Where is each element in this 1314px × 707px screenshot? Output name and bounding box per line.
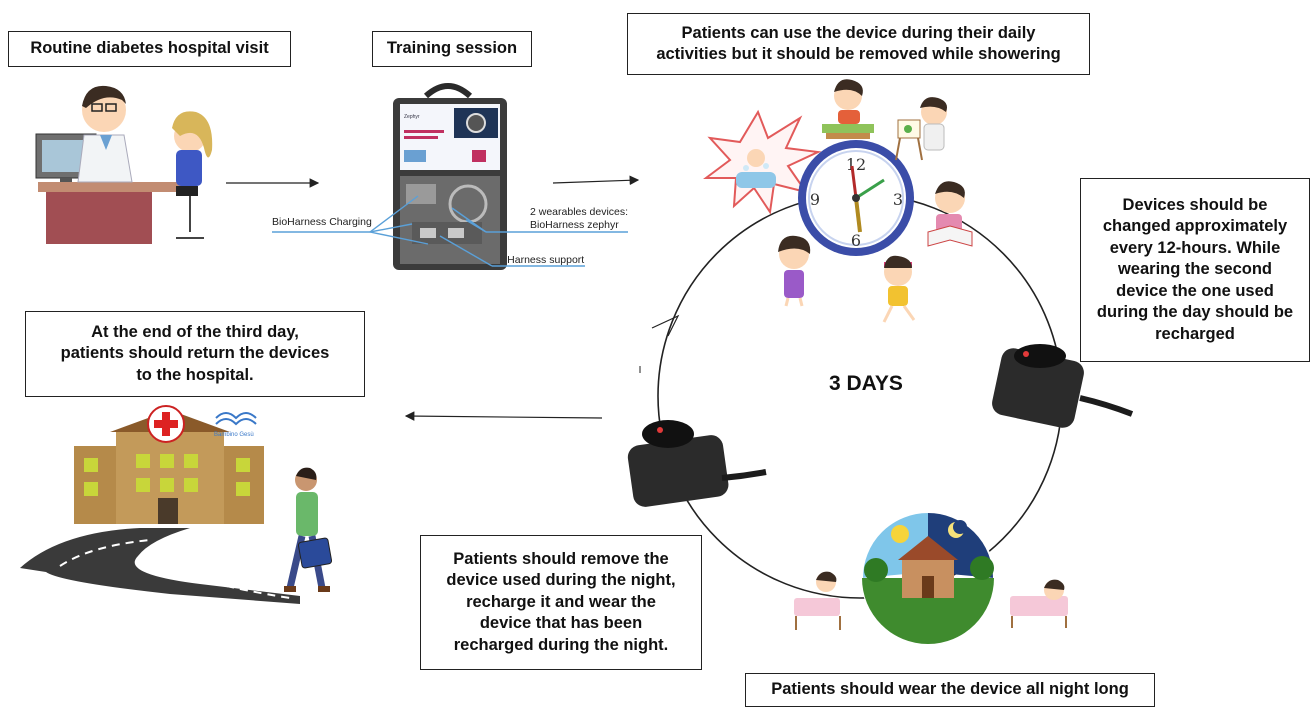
svg-text:Zephyr: Zephyr xyxy=(404,114,420,120)
step-return-text: At the end of the third day, patients sh… xyxy=(60,322,330,384)
arrow-cycle-to-return xyxy=(404,411,603,421)
cycle-arrow-mark xyxy=(651,314,680,337)
kit-callout-lines xyxy=(272,195,628,267)
cycle-label: 3 DAYS xyxy=(829,372,903,395)
svg-text:6: 6 xyxy=(851,231,861,250)
step-remove-box: Patients should remove the device used d… xyxy=(420,535,702,670)
step-change-box: Devices should be changed approximately … xyxy=(1080,178,1310,362)
step-night-text: Patients should wear the device all nigh… xyxy=(771,680,1129,699)
label-charging: BioHarness Charging xyxy=(272,216,372,228)
child-eating-icon xyxy=(822,79,874,139)
step-visit-box: Routine diabetes hospital visit xyxy=(8,31,291,67)
hospital-sign-text: Bambino Gesù xyxy=(214,432,254,438)
step-remove-text: Patients should remove the device used d… xyxy=(446,549,676,654)
child-painting-icon xyxy=(895,97,947,161)
step-training-box: Training session xyxy=(372,31,532,67)
child-standing-icon xyxy=(778,235,811,307)
child-running-icon xyxy=(882,255,916,323)
svg-text:9: 9 xyxy=(810,190,820,209)
step-visit-text: Routine diabetes hospital visit xyxy=(30,39,269,58)
device-right-icon xyxy=(992,344,1134,428)
svg-text:3: 3 xyxy=(893,190,903,209)
step-daily-box: Patients can use the device during their… xyxy=(627,13,1090,75)
label-wearables: 2 wearables devices: BioHarness zephyr xyxy=(530,206,629,232)
child-waking-icon xyxy=(794,571,841,630)
shower-burst-icon xyxy=(703,109,822,215)
patient-walking-icon xyxy=(284,467,333,592)
step-training-text: Training session xyxy=(386,39,518,58)
doctor-visit-illustration xyxy=(35,85,213,244)
child-reading-icon xyxy=(927,181,973,247)
step-return-box: At the end of the third day, patients sh… xyxy=(25,311,365,397)
child-sleeping-icon xyxy=(1010,579,1068,628)
arrow-training-to-cycle xyxy=(552,175,640,186)
device-left-icon xyxy=(627,420,767,507)
hospital-illustration: Bambino Gesù xyxy=(20,405,300,604)
clock-icon: 12 3 6 9 xyxy=(798,140,914,256)
step-daily-text: Patients can use the device during their… xyxy=(656,23,1061,63)
step-change-text: Devices should be changed approximately … xyxy=(1096,195,1294,343)
svg-text:12: 12 xyxy=(846,155,866,174)
day-night-house-icon xyxy=(861,511,995,645)
